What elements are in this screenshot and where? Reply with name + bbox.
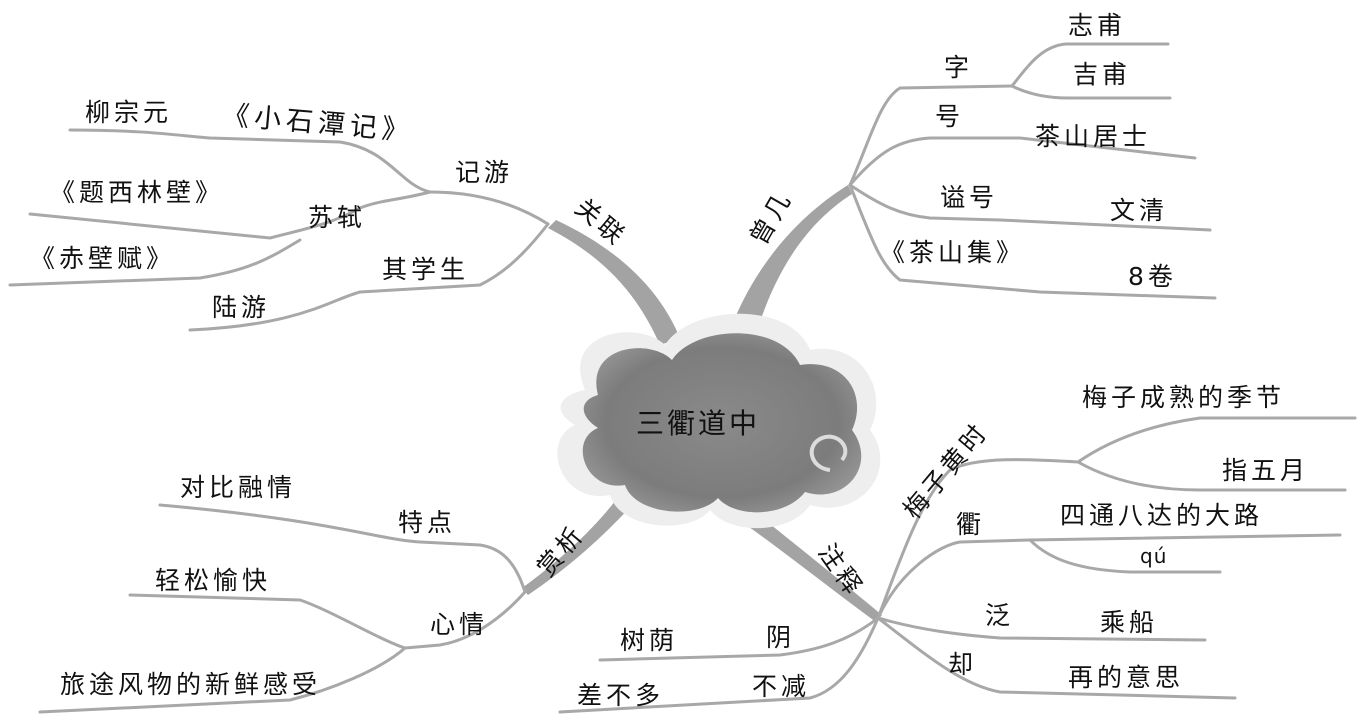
node-chabuduo: 差不多 — [577, 681, 665, 710]
branch-zengji — [735, 185, 852, 322]
node-duibi: 对比融情 — [180, 473, 297, 502]
node-shuyin: 树荫 — [620, 626, 679, 655]
sub-lines — [8, 42, 1357, 714]
node-lvtu: 旅途风物的新鲜感受 — [60, 670, 322, 699]
branch-shangxi — [522, 480, 645, 595]
node-sushi: 苏轼 — [308, 203, 367, 232]
node-chashanji: 《茶山集》 — [880, 238, 1026, 267]
node-zi: 字 — [944, 53, 974, 82]
node-bajuan: 8卷 — [1128, 262, 1177, 291]
node-tedian: 特点 — [398, 508, 457, 537]
node-qu-mean: 四通八达的大路 — [1060, 501, 1264, 530]
node-fan: 泛 — [985, 601, 1015, 630]
main-branches — [522, 185, 882, 622]
node-zhifu: 志甫 — [1068, 11, 1127, 40]
node-qingsong: 轻松愉快 — [155, 566, 272, 595]
node-qu-pinyin: qú — [1140, 544, 1168, 568]
node-chengchuan: 乘船 — [1100, 608, 1159, 637]
node-wenqing: 文清 — [1110, 196, 1169, 225]
node-qixuesheng: 其学生 — [382, 255, 470, 284]
node-meizi-mean: 梅子成熟的季节 — [1082, 383, 1286, 412]
node-yin: 阴 — [766, 623, 796, 652]
node-liu-zongyuan: 柳宗元 — [85, 98, 173, 127]
node-shihao: 谥号 — [940, 183, 999, 212]
branch-guanlian — [548, 220, 680, 345]
center-title: 三衢道中 — [636, 407, 761, 440]
node-jifu: 吉甫 — [1073, 60, 1132, 89]
node-chibifu: 《赤壁赋》 — [30, 244, 176, 273]
node-hao: 号 — [935, 102, 965, 131]
node-bujian: 不减 — [752, 672, 811, 701]
node-qu-char: 衢 — [956, 510, 986, 539]
branch-zhushi — [728, 500, 882, 622]
node-wuyue: 指五月 — [1222, 456, 1310, 485]
center-cloud — [557, 313, 881, 529]
node-que: 却 — [948, 650, 978, 679]
node-zai: 再的意思 — [1068, 663, 1185, 692]
node-jiyou: 记游 — [455, 158, 514, 187]
node-xinqing: 心情 — [430, 610, 489, 639]
node-tixilin: 《题西林壁》 — [50, 178, 225, 207]
node-chashan-jushi: 茶山居士 — [1035, 122, 1152, 151]
node-luyou: 陆游 — [212, 293, 271, 322]
